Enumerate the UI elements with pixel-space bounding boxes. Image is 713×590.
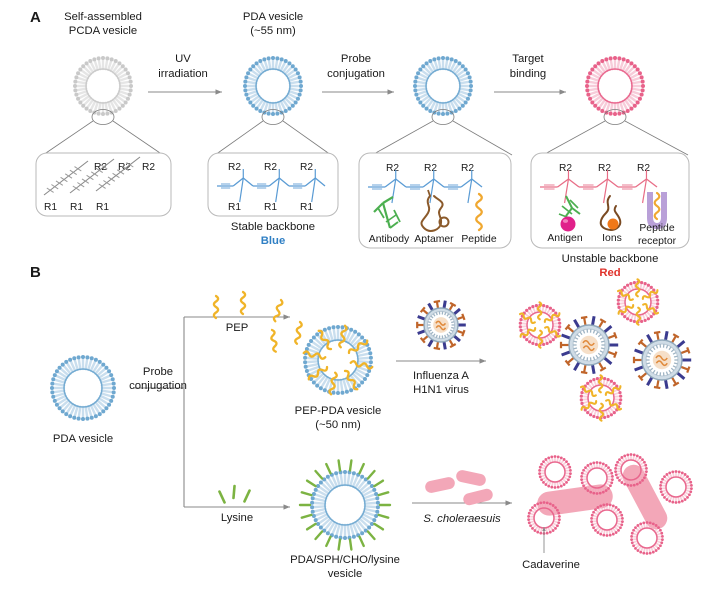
virus-vesicle-aggregate [518,278,692,422]
arrow-target-binding: Target binding [494,53,566,95]
target-inset: R2 R2 R2 Antigen Ions Peptide receptor U… [530,152,690,279]
pep-pda-vesicle-label-line2: (~50 nm) [315,419,361,431]
pda-sph-cho-lysine-vesicle-graphic [298,459,392,551]
lysine-vesicle-label-line1: PDA/SPH/CHO/lysine [290,554,400,566]
target-name-peptide-receptor-line2: receptor [638,236,677,247]
probe-pda-vesicle-graphic [413,56,473,116]
backbone-inset-r1-2: R1 [300,202,313,213]
pda-vesicle-graphic [243,56,303,116]
monomer-inset-r1-2: R1 [96,202,109,213]
target-binding-label-line2: binding [510,68,546,80]
probe-inset-r2-1: R2 [424,163,437,174]
arrow-bacteria: S. choleraesuis [412,500,512,525]
panel-b-letter: B [30,264,41,281]
pcda-vesicle-title-line2: PCDA vesicle [69,25,137,37]
arrow-influenza: Influenza A H1N1 virus [396,358,486,396]
target-name-peptide-receptor-line1: Peptide [639,223,674,234]
arrow-uv-irradiation: UV irradiation [148,53,222,95]
bacteria-vesicle-aggregate [527,453,693,555]
arrow-probe-conjugation: Probe conjugation [322,53,394,95]
influenza-label-line1: Influenza A [413,370,469,382]
uv-irradiation-label-line2: irradiation [158,68,208,80]
backbone-inset-r1-0: R1 [228,202,241,213]
pda-vesicle-title-line1: PDA vesicle [243,11,303,23]
target-inset-r2-1: R2 [598,163,611,174]
pcda-vesicle-graphic [73,56,133,116]
backbone-inset-r2-2: R2 [300,162,313,173]
target-inset-caption: Unstable backbone [562,253,659,265]
backbone-inset-r2-1: R2 [264,162,277,173]
monomer-inset: R2 R2 R2 R1 R1 R1 [35,152,172,217]
inset-connectors [42,109,689,156]
monomer-inset-r2-0: R2 [94,162,107,173]
pep-squiggles [212,290,303,353]
probe-name-antibody: Antibody [369,234,410,245]
monomer-inset-r2-2: R2 [142,162,155,173]
target-inset-r2-2: R2 [637,163,650,174]
probe-conjugation-branch-line2: conjugation [129,380,187,392]
target-inset-r2-0: R2 [559,163,572,174]
target-inset-color-label: Red [599,267,620,279]
pep-label: PEP [226,322,249,334]
panel-a-letter: A [30,9,41,26]
backbone-inset-r1-1: R1 [264,202,277,213]
backbone-inset-caption: Stable backbone [231,221,315,233]
probe-name-aptamer: Aptamer [414,234,454,245]
lysine-marks [218,484,251,504]
target-bound-vesicle-graphic [585,56,645,116]
probe-inset: R2 R2 R2 Antibody Aptamer Peptide [358,152,512,249]
cadaverine-label: Cadaverine [522,559,580,571]
target-name-ions: Ions [602,233,622,244]
influenza-virus-icon [416,299,466,351]
target-binding-label-line1: Target [512,53,544,65]
probe-conjugation-branch: Probe conjugation [129,314,290,510]
lysine-vesicle-label-line2: vesicle [328,568,363,580]
backbone-inset-color-label: Blue [261,235,285,247]
pda-vesicle-title-line2: (~55 nm) [250,25,296,37]
pep-pda-vesicle-graphic [302,324,374,396]
bacteria-label: S. choleraesuis [423,513,501,525]
bacteria-icons [425,470,493,506]
influenza-label-line2: H1N1 virus [413,384,469,396]
probe-conjugation-label-line1: Probe [341,53,371,65]
probe-inset-r2-0: R2 [386,163,399,174]
pep-pda-vesicle-label-line1: PEP-PDA vesicle [295,405,382,417]
monomer-inset-r1-1: R1 [70,202,83,213]
lysine-label: Lysine [221,512,253,524]
monomer-inset-r1-0: R1 [44,202,57,213]
backbone-inset: R2 R2 R2 R1 R1 R1 Stable backbone Blue [207,152,339,247]
backbone-inset-r2-0: R2 [228,162,241,173]
probe-inset-r2-2: R2 [461,163,474,174]
probe-name-peptide: Peptide [461,234,496,245]
uv-irradiation-label-line1: UV [175,53,191,65]
pdа-vesicle-start-graphic [50,355,116,421]
pda-vesicle-start-label: PDA vesicle [53,433,113,445]
probe-conjugation-branch-line1: Probe [143,366,173,378]
pcda-vesicle-title-line1: Self-assembled [64,11,142,23]
target-name-antigen: Antigen [547,233,582,244]
probe-conjugation-label-line2: conjugation [327,68,385,80]
